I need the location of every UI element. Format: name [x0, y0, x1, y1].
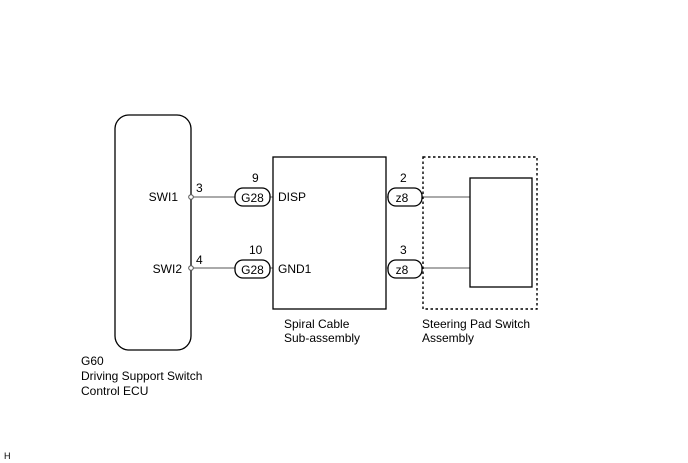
pin-number-3: 3	[400, 243, 407, 257]
steering-pad-name-line2: Assembly	[422, 331, 474, 345]
signal-gnd1: GND1	[278, 262, 312, 276]
pin-number-10: 10	[249, 243, 263, 257]
connector-z8-pin3-label: z8	[396, 263, 409, 277]
ecu-pin-name-swi2: SWI2	[153, 262, 183, 276]
corner-mark: H	[4, 451, 11, 461]
spiral-cable-name-line2: Sub-assembly	[284, 331, 360, 345]
ecu-name-line2: Control ECU	[81, 384, 148, 398]
steering-pad-dashed-outline	[422, 156, 538, 310]
ecu-box	[114, 114, 192, 351]
connector-z8-pin2	[387, 187, 423, 207]
pin-number-2: 2	[400, 171, 407, 185]
ecu-pin-number-4: 4	[196, 253, 203, 267]
connector-g28-pin10-label: G28	[241, 263, 264, 277]
pin-number-9: 9	[252, 171, 259, 185]
ecu-name-line1: Driving Support Switch	[81, 369, 202, 383]
ecu-pin-number-3: 3	[196, 181, 203, 195]
terminal-swi2	[188, 265, 194, 271]
steering-pad-name-line1: Steering Pad Switch	[422, 317, 530, 331]
connector-z8-pin3	[387, 259, 423, 279]
steering-pad-switch-box	[469, 177, 533, 288]
connector-g28-pin9-label: G28	[241, 191, 264, 205]
ecu-pin-name-swi1: SWI1	[149, 190, 179, 204]
connector-g28-pin9	[234, 187, 271, 207]
connector-g28-pin10	[234, 259, 271, 279]
signal-disp: DISP	[278, 190, 306, 204]
ecu-code: G60	[81, 354, 104, 368]
connector-z8-pin2-label: z8	[396, 191, 409, 205]
terminal-swi1	[188, 194, 194, 200]
spiral-cable-name-line1: Spiral Cable	[284, 317, 350, 331]
spiral-cable-box	[272, 156, 387, 310]
